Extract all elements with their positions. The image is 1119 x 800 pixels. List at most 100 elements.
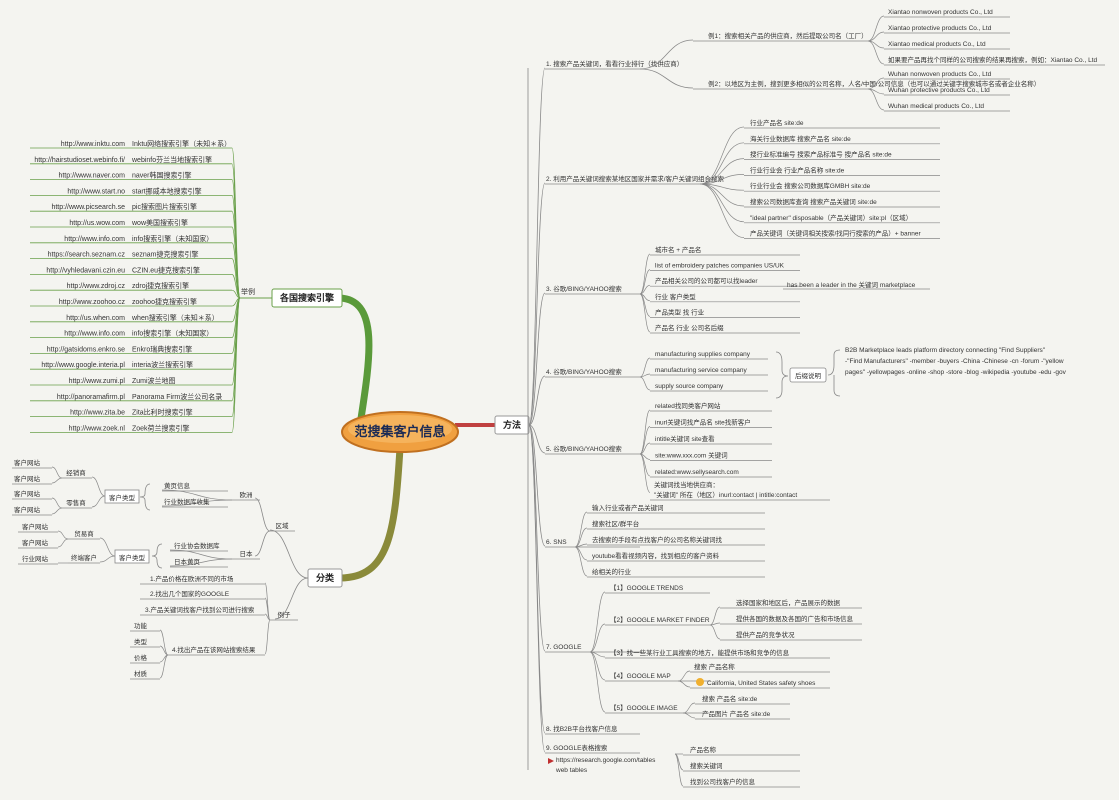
method-branch-3-detail: 城市名 + 产品名 list of embroidery patches comp… xyxy=(639,245,930,334)
method-branch-5[interactable]: 5. 谷歌/BING/YAHOO搜索 xyxy=(528,424,640,455)
method-6-item[interactable]: 输入行业或者产品关键词 xyxy=(587,503,765,514)
method-6-item[interactable]: 搜索社区/群平台 xyxy=(587,519,765,530)
method-2-item[interactable]: 搜索公司数据库查询 搜索产品关键词 site:de xyxy=(744,197,940,208)
method-6-item[interactable]: 去搜索的手段有点找客户的公司名称关键词找 xyxy=(587,535,765,546)
method-4-badge[interactable]: 后缀说明 xyxy=(789,367,827,383)
method-3-item[interactable]: 产品类型 找 行业 xyxy=(650,307,800,318)
search-engine-desc: Enkro瑞典搜索引擎 xyxy=(132,344,192,353)
method-4-item[interactable]: supply source company xyxy=(650,383,768,392)
method-2-item[interactable]: 海关行业数据库 搜索产品名 site:de xyxy=(744,134,940,145)
method-2-item[interactable]: 行业产品名 site:de xyxy=(744,118,940,129)
connector-curve xyxy=(639,376,651,391)
class-europe-group: 零售商 xyxy=(66,498,86,507)
class-region-label: 区域 xyxy=(276,521,290,530)
method-5-item[interactable]: intitle关键词 site查看 xyxy=(650,434,772,445)
class-examples[interactable]: 例子1.产品价格在欧洲不同的市场2.找出几个国家的GOOGLE3.产品关键词找客… xyxy=(130,574,309,680)
method-7-item[interactable]: 【5】GOOGLE IMAGE xyxy=(605,704,710,714)
method-branch-9[interactable]: 9. GOOGLE表格搜索 xyxy=(528,424,640,754)
method-2-item[interactable]: 搜行业标准编号 搜索产品标准号 搜产品名 site:de xyxy=(744,150,940,160)
method-6-query: 给相关的行业 xyxy=(592,567,632,576)
node-method[interactable]: 方法 xyxy=(494,415,530,435)
connector-curve xyxy=(254,530,271,557)
method-4-item[interactable]: manufacturing supplies company xyxy=(650,351,768,360)
method-3-item[interactable]: 产品名 行业 公司名后缀 xyxy=(650,323,800,334)
method-3-item[interactable]: 行业 客户类型 xyxy=(650,292,800,303)
method-3-note: has been a leader in the 关键词 marketplace xyxy=(787,280,916,289)
method-2-item[interactable]: "ideal partner" disposable（产品关键词）site:pl… xyxy=(744,213,940,224)
method-branch-2[interactable]: 2. 利用产品关键词搜索某地区国家并需求/客户关键词组合搜索 xyxy=(528,174,725,426)
method-branch-3[interactable]: 3. 谷歌/BING/YAHOO搜索 xyxy=(528,284,640,426)
connector-curve xyxy=(589,651,606,681)
connector-curve xyxy=(709,606,721,626)
branch-classification xyxy=(339,447,404,582)
class-japan-site: 行业网站 xyxy=(22,554,49,563)
class-europe-type-box[interactable] xyxy=(104,489,140,504)
method-5-item[interactable]: 关键词找当地供应商："关键词" 所在（地区）inurl:contact | in… xyxy=(650,480,830,501)
method-7-item[interactable]: 【2】GOOGLE MARKET FINDER xyxy=(605,616,710,626)
connector-curve xyxy=(99,537,116,557)
connector-curve xyxy=(709,624,721,640)
search-engine-desc: Zumi波兰地图 xyxy=(132,376,176,385)
search-engine-link xyxy=(231,289,241,299)
brace xyxy=(775,351,789,399)
method-5-item[interactable]: site:www.xxx.com 关键词 xyxy=(650,451,772,461)
method-branch-6[interactable]: 6. SNS xyxy=(528,424,640,548)
method-7-item[interactable]: 【1】GOOGLE TRENDS xyxy=(605,584,710,594)
connector-curve xyxy=(639,39,694,70)
method-3-item[interactable]: list of embroidery patches companies US/… xyxy=(650,263,800,271)
method-4-note: B2B Marketplace leads platform directory… xyxy=(845,347,1067,376)
method-4-item[interactable]: manufacturing service company xyxy=(650,367,768,376)
method-7-tool: 【1】GOOGLE TRENDS xyxy=(610,584,684,592)
method-branch-4[interactable]: 4. 谷歌/BING/YAHOO搜索 xyxy=(528,367,640,426)
method-2-query: "ideal partner" disposable（产品关键词）site:pl… xyxy=(750,213,912,222)
search-engine-url: http://us.when.com xyxy=(66,315,125,322)
class-region[interactable]: 区域 xyxy=(269,521,309,579)
connector-curve xyxy=(867,31,885,42)
method-3-item[interactable]: 城市名 + 产品名 xyxy=(650,245,800,256)
search-engine-url: http://vyhledavani.czin.eu xyxy=(46,267,125,274)
class-japan-type-box[interactable] xyxy=(114,549,150,564)
class-japan-site: 客户网站 xyxy=(22,538,49,547)
classification-tree: 区域欧洲黄页信息行业数据库收集客户类型经销商客户网站客户网站零售商客户网站客户网… xyxy=(12,458,309,680)
connector-curve xyxy=(677,680,691,688)
method-branch-8[interactable]: 8. 找B2B平台找客户信息 xyxy=(528,424,640,735)
class-europe-group: 经销商 xyxy=(66,468,86,477)
method-2-item[interactable]: 行业行业会 搜索公司数据库GMBH site:de xyxy=(744,181,940,192)
method-2-item[interactable]: 产品关键词（关键词相关搜索/找同行搜索的产品）+ banner xyxy=(744,229,940,239)
node-search-engines[interactable]: 各国搜索引擎 xyxy=(271,288,343,308)
method-6-item[interactable]: 给相关的行业 xyxy=(587,567,765,578)
connector-curve xyxy=(51,507,63,515)
method-7-map-item: California, United States safety shoes xyxy=(707,680,816,687)
method-3-query: 产品类型 找 行业 xyxy=(655,307,705,316)
method-9-link: https://research.google.com/tables xyxy=(556,757,656,764)
connector-curve xyxy=(589,623,606,653)
method-6-item[interactable]: youtube看看视频内容，找到相应的客户资料 xyxy=(587,551,765,562)
method-5-item[interactable]: related:www.sellysearch.com xyxy=(650,469,772,478)
node-classification[interactable]: 分类 xyxy=(307,568,343,588)
center-title: 范搜集客户信息 xyxy=(354,424,445,439)
method-5-item[interactable]: related找同类客户网站 xyxy=(650,401,772,412)
method-branch-label: 4. 谷歌/BING/YAHOO搜索 xyxy=(546,367,622,376)
method-7-item[interactable]: 【4】GOOGLE MAP xyxy=(605,672,710,682)
search-engine-desc: Zita比利时搜索引擎 xyxy=(132,408,193,417)
method-5-item[interactable]: inurl关键词找产品名 site找新客户 xyxy=(650,418,772,428)
class-europe-site: 客户网站 xyxy=(14,458,41,467)
method-3-item[interactable]: 产品相关公司的公司都可以找leader xyxy=(650,276,800,287)
method-5-query: inurl关键词找产品名 site找新客户 xyxy=(655,418,751,427)
method-2-item[interactable]: 行业行业会 行业产品名称 site:de xyxy=(744,165,940,176)
class-japan-type-label: 客户类型 xyxy=(119,553,146,562)
method-7-item[interactable]: 【3】找一些某行业工具搜索的地方，能提供市场和竞争的信息 xyxy=(605,648,830,659)
method-2-query: 产品关键词（关键词相关搜索/找同行搜索的产品）+ banner xyxy=(750,229,921,238)
connector-curve xyxy=(169,549,233,560)
connector-curve xyxy=(639,426,651,455)
center-node[interactable]: 范搜集客户信息 xyxy=(341,411,459,453)
